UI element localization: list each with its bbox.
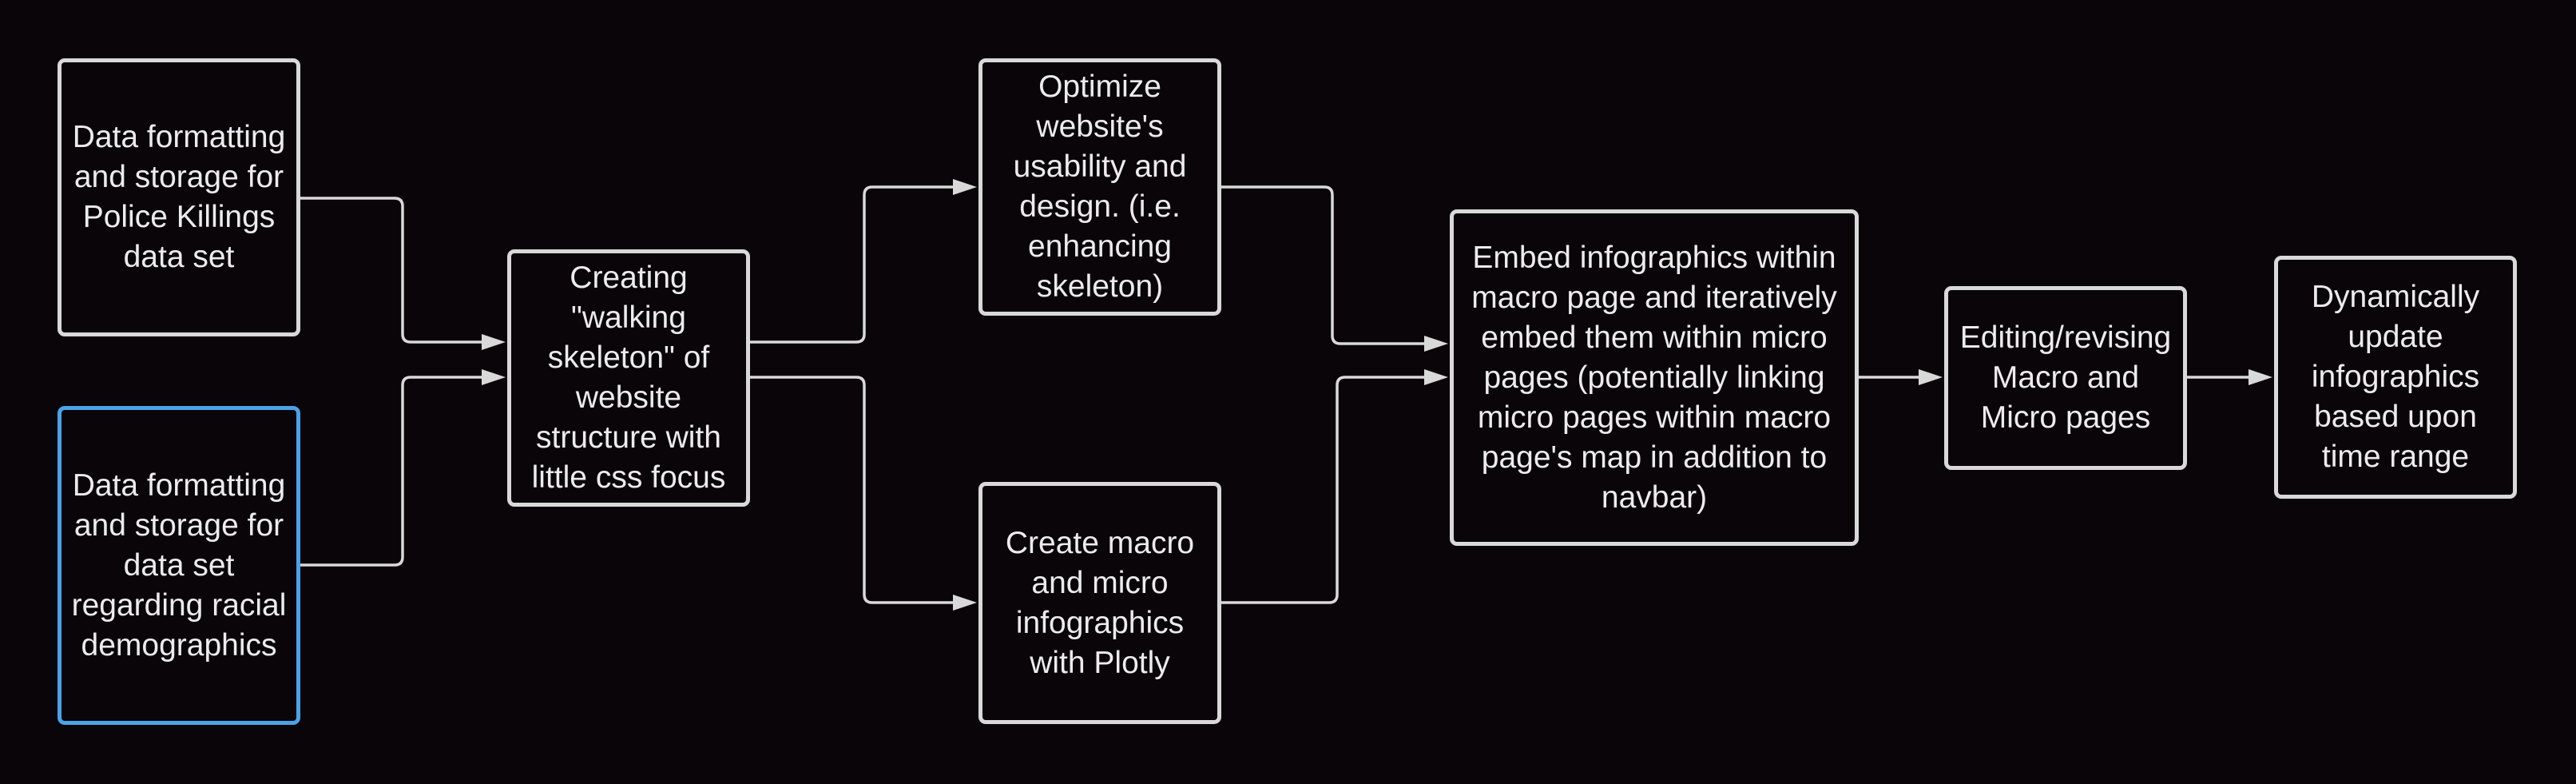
edge-n7-n8-arrowhead xyxy=(2249,369,2272,385)
node-dynamic-update-label: Dynamically update infographics based up… xyxy=(2311,280,2480,474)
node-optimize-usability[interactable]: Optimize website's usability and design.… xyxy=(978,58,1221,316)
node-police-killings-data[interactable]: Data formatting and storage for Police K… xyxy=(58,58,300,336)
node-create-infographics-label: Create macro and micro infographics with… xyxy=(1005,525,1195,680)
node-walking-skeleton[interactable]: Creating "walking skeleton" of website s… xyxy=(507,249,750,507)
node-create-infographics[interactable]: Create macro and micro infographics with… xyxy=(978,482,1221,724)
node-editing-revising-label: Editing/revising Macro and Micro pages xyxy=(1959,320,2172,435)
edge-n3-n4 xyxy=(750,185,954,344)
node-embed-infographics-label: Embed infographics within macro page and… xyxy=(1471,240,1837,515)
edge-n3-n4-arrowhead xyxy=(953,179,977,195)
node-embed-infographics[interactable]: Embed infographics within macro page and… xyxy=(1450,209,1859,546)
edge-n5-n6-arrowhead xyxy=(1424,369,1448,385)
node-police-killings-data-label: Data formatting and storage for Police K… xyxy=(72,120,286,274)
node-racial-demographics-data[interactable]: Data formatting and storage for data set… xyxy=(58,406,300,725)
edge-n5-n6 xyxy=(1221,376,1425,604)
edge-n3-n5 xyxy=(750,376,954,604)
edge-n2-n3 xyxy=(300,376,482,567)
edge-n3-n5-arrowhead xyxy=(953,595,977,611)
edge-n4-n6-arrowhead xyxy=(1424,336,1448,352)
edge-n2-n3-arrowhead xyxy=(482,369,506,385)
node-optimize-usability-label: Optimize website's usability and design.… xyxy=(1013,70,1187,304)
edge-n4-n6 xyxy=(1221,185,1425,345)
node-racial-demographics-data-label: Data formatting and storage for data set… xyxy=(71,468,287,663)
node-editing-revising[interactable]: Editing/revising Macro and Micro pages xyxy=(1944,286,2187,470)
edge-n6-n7-arrowhead xyxy=(1919,369,1943,385)
node-walking-skeleton-label: Creating "walking skeleton" of website s… xyxy=(531,261,726,495)
node-dynamic-update[interactable]: Dynamically update infographics based up… xyxy=(2274,256,2517,499)
edge-n1-n3 xyxy=(300,197,482,344)
edge-n1-n3-arrowhead xyxy=(482,334,506,350)
